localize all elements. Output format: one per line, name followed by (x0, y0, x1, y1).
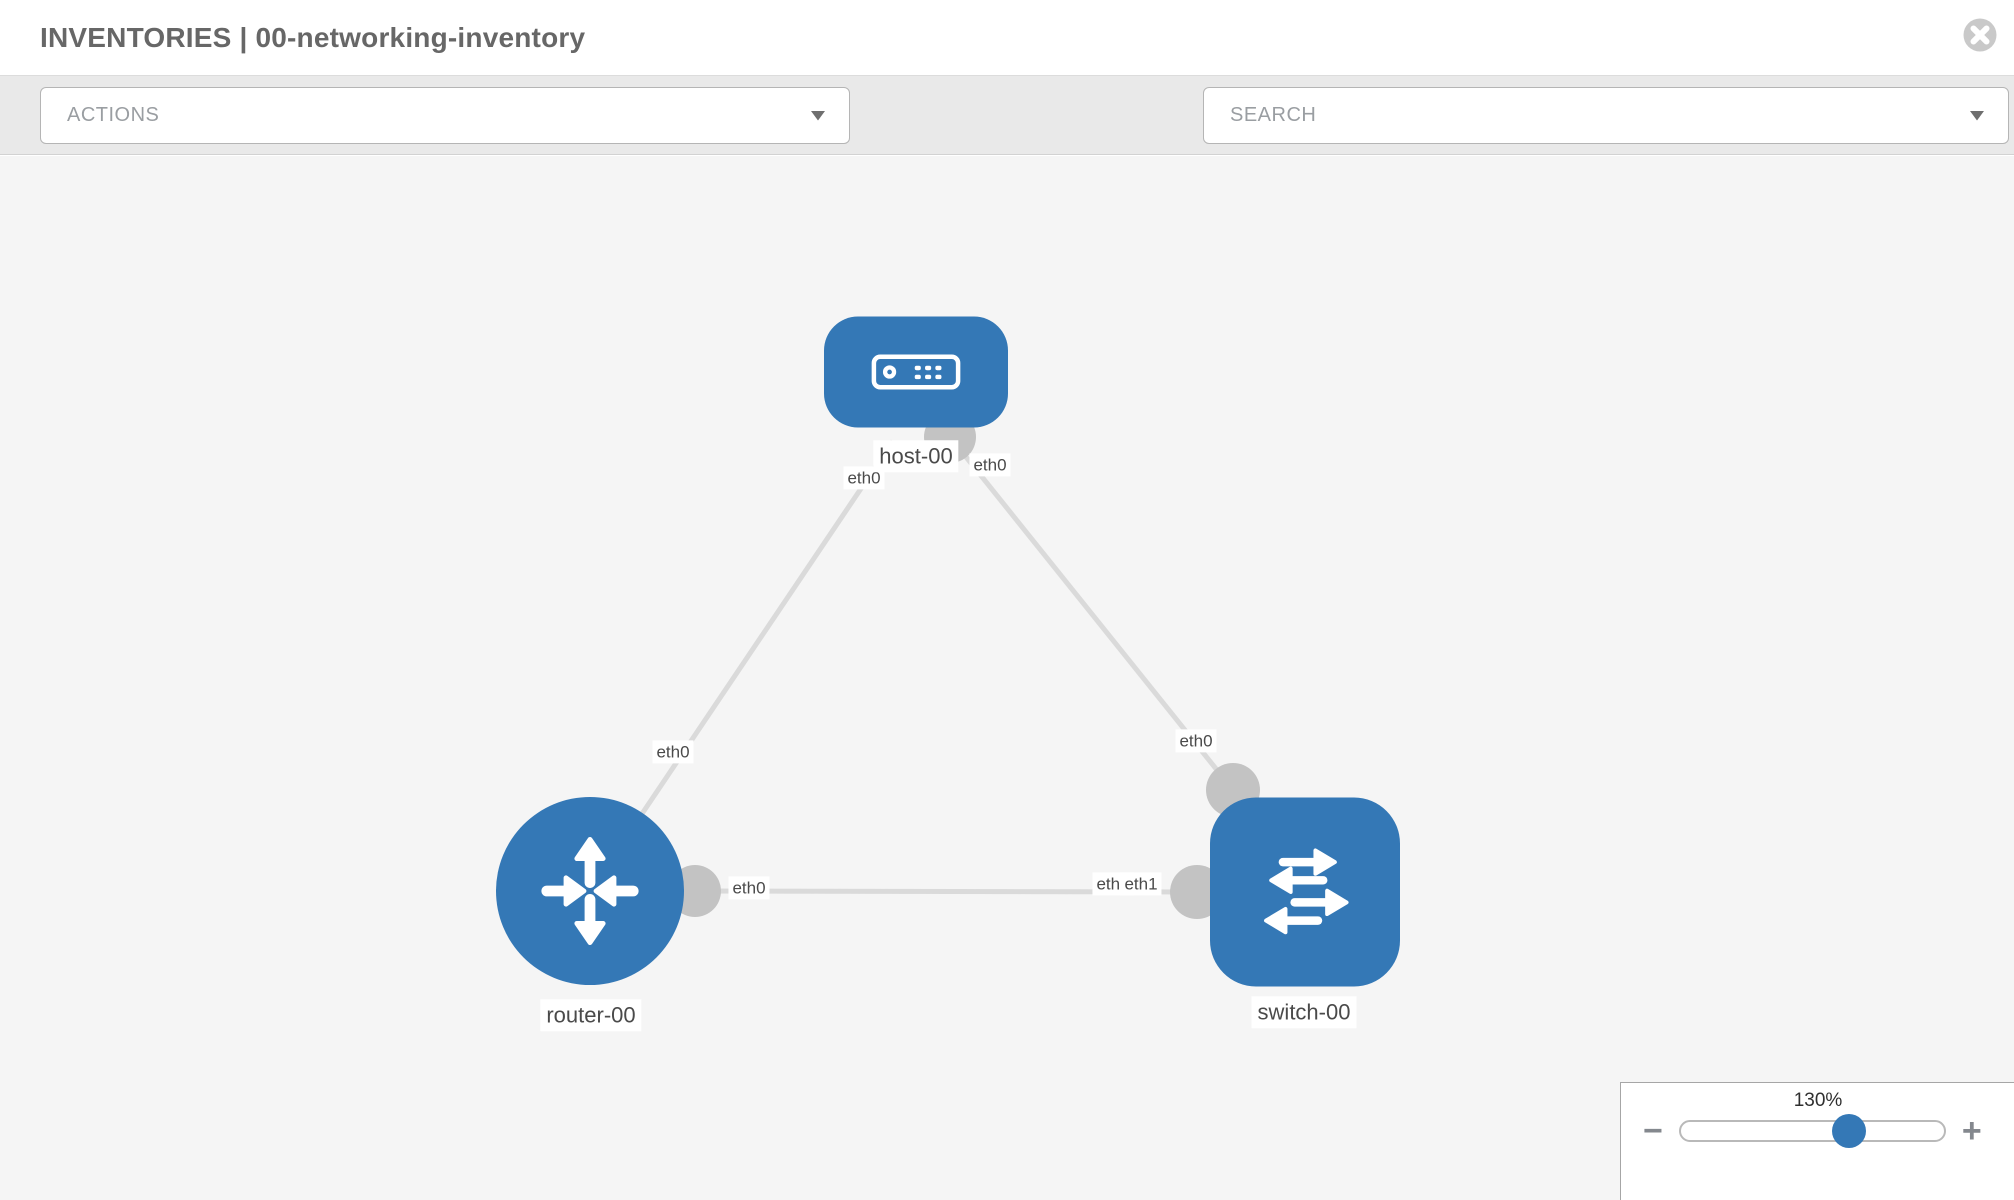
node-host-00[interactable] (824, 316, 1008, 428)
zoom-slider-thumb[interactable] (1832, 1114, 1867, 1148)
caret-down-icon (1970, 110, 1984, 120)
page-title: INVENTORIES | 00-networking-inventory (40, 21, 586, 53)
search-placeholder: SEARCH (1230, 104, 1317, 126)
search-dropdown[interactable]: SEARCH (1203, 87, 2009, 144)
caret-down-icon (811, 110, 825, 120)
actions-dropdown[interactable]: ACTIONS (40, 87, 850, 144)
close-button[interactable] (1962, 17, 1998, 53)
zoom-panel: 130% − + (1620, 1082, 2014, 1200)
zoom-slider-row: − + (1643, 1112, 1982, 1150)
toolbar: ACTIONS SEARCH (0, 75, 2014, 212)
zoom-slider-track[interactable] (1678, 1114, 1946, 1148)
zoom-out-button[interactable]: − (1643, 1112, 1663, 1150)
node-router-00[interactable] (496, 797, 684, 985)
topology-svg (496, 316, 1400, 987)
switch-icon (1264, 848, 1349, 935)
router-icon (541, 837, 639, 945)
zoom-in-button[interactable]: + (1961, 1112, 1982, 1150)
zoom-level-text: 130% (1793, 1090, 1843, 1111)
link-line (948, 435, 1235, 792)
node-switch-00[interactable] (1210, 797, 1400, 987)
close-icon (1963, 18, 1997, 52)
actions-dropdown-label: ACTIONS (67, 104, 160, 126)
title-bar: INVENTORIES | 00-networking-inventory (0, 0, 2014, 75)
link-line (694, 888, 1198, 895)
host-icon (871, 354, 961, 390)
